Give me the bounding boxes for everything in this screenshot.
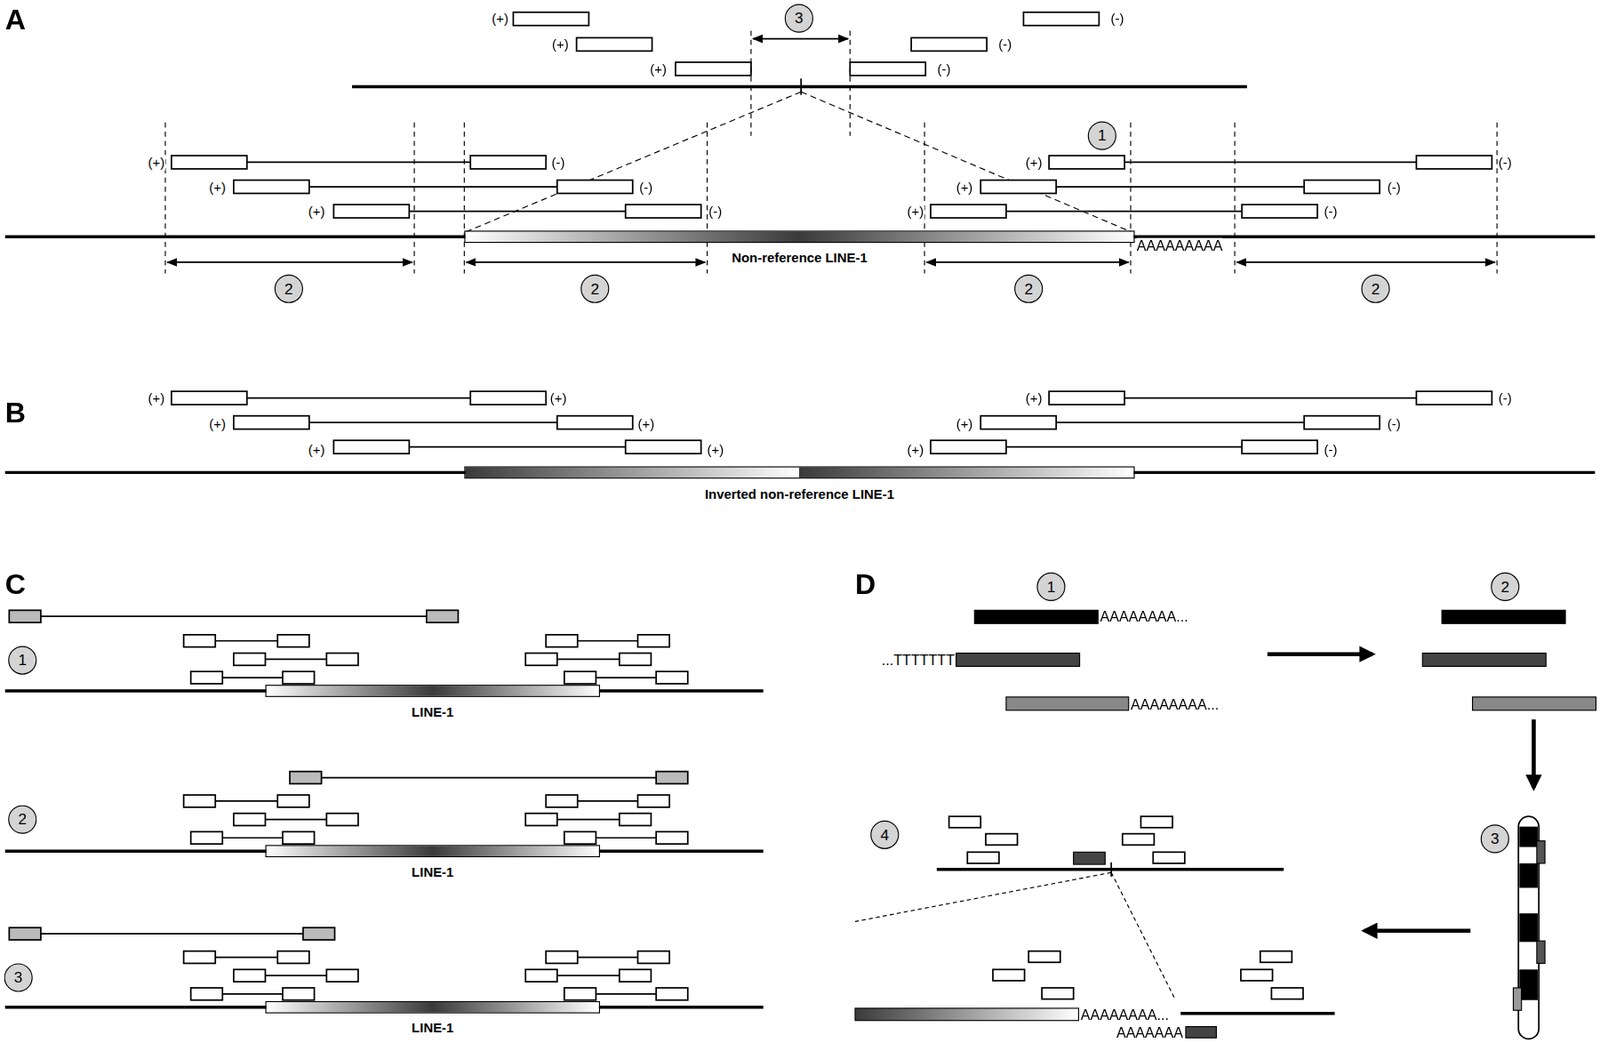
line1-element: LINE-1 <box>264 1000 600 1014</box>
callout-number: 2 <box>1360 274 1390 304</box>
strand-sign: (+) <box>490 10 510 26</box>
callout-number: 3 <box>1480 824 1510 853</box>
polya-tail: AAAAAAA <box>1116 1024 1184 1040</box>
strand-sign: (-) <box>707 203 723 219</box>
polya-tail: AAAAAAAAA <box>1136 237 1223 254</box>
panel-letter: B <box>5 399 26 428</box>
strand-sign: (+) <box>955 416 975 432</box>
element-label: LINE-1 <box>409 1020 456 1036</box>
strand-sign: (+) <box>648 60 668 76</box>
line1-element: LINE-1 <box>264 684 600 697</box>
polya-tail: AAAAAAAA... <box>1100 608 1189 624</box>
strand-sign: (-) <box>638 178 654 194</box>
polya-tail: AAAAAAAA... <box>1080 1006 1169 1023</box>
discordant-read-pairs <box>5 122 1596 274</box>
strand-sign: (+) <box>636 416 656 432</box>
strand-sign: (+) <box>551 36 570 52</box>
element-label: Inverted non-reference LINE-1 <box>703 486 897 502</box>
polya-mapping-steps <box>855 609 1596 1039</box>
strand-sign: (-) <box>1109 10 1125 26</box>
strand-sign: (+) <box>208 416 227 432</box>
strand-sign: (+) <box>905 203 925 219</box>
callout-number: 2 <box>274 274 304 304</box>
strand-sign: (+) <box>146 390 166 406</box>
strand-sign: (-) <box>936 60 952 76</box>
callout-number: 2 <box>580 274 609 304</box>
strand-sign: (+) <box>1024 154 1044 170</box>
line1-element: Inverted non-reference LINE-1 <box>464 465 1135 479</box>
strand-sign: (-) <box>1497 390 1513 406</box>
strand-sign: (-) <box>1497 154 1513 170</box>
polya-tail: ...TTTTTTT <box>881 651 955 668</box>
line1-element: Non-reference LINE-1 <box>464 230 1135 243</box>
line1-element: LINE-1 <box>264 844 600 857</box>
element-label: LINE-1 <box>409 704 456 720</box>
strand-sign: (-) <box>550 154 566 170</box>
callout-number: 2 <box>1014 274 1043 304</box>
strand-sign: (+) <box>146 154 166 170</box>
callout-number: 4 <box>870 820 899 849</box>
strand-sign: (-) <box>997 36 1013 52</box>
callout-number: 3 <box>784 4 814 33</box>
strand-sign: (+) <box>905 440 925 456</box>
reference-line1-reads <box>5 609 764 1007</box>
element-label: Non-reference LINE-1 <box>729 249 870 265</box>
strand-sign: (-) <box>1322 203 1338 219</box>
callout-number: 2 <box>1490 572 1520 601</box>
strand-sign: (-) <box>1386 416 1402 432</box>
panel-letter: C <box>5 570 26 600</box>
panel-letter: D <box>855 570 876 600</box>
element-label: LINE-1 <box>409 864 456 880</box>
callout-number: 3 <box>4 962 33 992</box>
panel-letter: A <box>5 6 26 35</box>
strand-sign: (+) <box>955 178 975 194</box>
callout-number: 1 <box>8 645 37 674</box>
strand-sign: (+) <box>307 440 327 456</box>
strand-sign: (-) <box>1386 178 1402 194</box>
callout-number: 1 <box>1036 572 1065 601</box>
inverted-read-pairs <box>5 391 1596 472</box>
strand-sign: (+) <box>307 203 327 219</box>
callout-number: 1 <box>1088 121 1117 151</box>
strand-sign: (-) <box>1322 440 1338 456</box>
strand-sign: (+) <box>208 178 227 194</box>
breakpoint-reads <box>352 12 1248 232</box>
polya-tail: AAAAAAAA... <box>1130 696 1219 712</box>
strand-sign: (+) <box>705 440 725 456</box>
strand-sign: (+) <box>1024 390 1044 406</box>
strand-sign: (+) <box>549 390 568 406</box>
callout-number: 2 <box>8 805 37 834</box>
